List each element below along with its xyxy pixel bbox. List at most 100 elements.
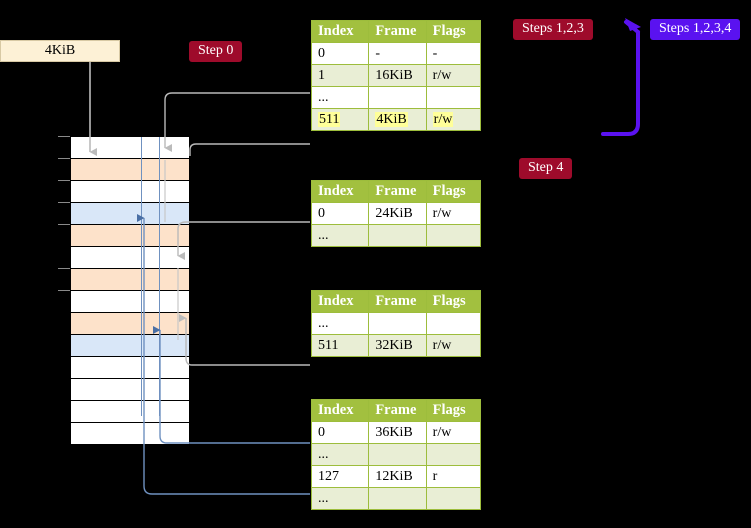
table-cell: 12KiB	[368, 465, 427, 488]
table-row[interactable]: ...	[310, 224, 482, 247]
table-cell: -	[425, 42, 482, 65]
table-header-flags: Flags	[425, 290, 482, 313]
table-header-frame: Frame	[368, 290, 427, 313]
table-cell	[368, 443, 427, 466]
table-cell: 511	[310, 334, 370, 357]
table-cell: ...	[310, 312, 370, 335]
memory-frame-row	[71, 137, 189, 159]
table-cell: 0	[310, 421, 370, 444]
table-cell	[368, 312, 427, 335]
table-row[interactable]: ...	[310, 86, 482, 109]
memory-tick	[58, 136, 70, 137]
memory-frame-row	[71, 357, 189, 379]
connector-pdpt-row0	[177, 221, 310, 260]
memory-tick	[58, 224, 70, 225]
table-row[interactable]: ...	[310, 443, 482, 466]
size-label-text: 4KiB	[44, 43, 76, 58]
table-cell	[425, 487, 482, 510]
memory-frame-row	[71, 247, 189, 269]
table-cell: ...	[310, 443, 370, 466]
table-cell: r/w	[425, 108, 482, 131]
table-cell: -	[368, 42, 427, 65]
connector-pd-row511	[179, 314, 310, 366]
memory-tick	[58, 268, 70, 269]
highlighted-value: 511	[318, 112, 341, 127]
table-cell: r	[425, 465, 482, 488]
memory-frame-row	[71, 379, 189, 401]
table-cell: 32KiB	[368, 334, 427, 357]
table-header-flags: Flags	[425, 20, 482, 43]
memory-frame-row	[71, 401, 189, 423]
badge-step-4: Step 4	[519, 158, 573, 179]
table-header-index: Index	[310, 20, 370, 43]
physical-memory-block	[70, 136, 190, 445]
table-cell: 36KiB	[368, 421, 427, 444]
table-header-flags: Flags	[425, 399, 482, 422]
table-row[interactable]: ...	[310, 487, 482, 510]
table-header-frame: Frame	[368, 180, 427, 203]
table-row[interactable]: 511 4KiB r/w	[310, 108, 482, 131]
table-header-frame: Frame	[368, 20, 427, 43]
table-cell: 24KiB	[368, 202, 427, 225]
memory-tick	[58, 290, 70, 291]
table-cell: 127	[310, 465, 370, 488]
table-header-index: Index	[310, 399, 370, 422]
table-cell: r/w	[425, 202, 482, 225]
table-cell: 4KiB	[368, 108, 427, 131]
table-cell: ...	[310, 224, 370, 247]
badge-steps-123: Steps 1,2,3	[513, 19, 593, 40]
table-cell	[425, 443, 482, 466]
memory-tick	[58, 158, 70, 159]
table-cell: 1	[310, 64, 370, 87]
table-row[interactable]: ...	[310, 312, 482, 335]
badge-steps-1234: Steps 1,2,3,4	[650, 19, 741, 40]
table-header-index: Index	[310, 180, 370, 203]
memory-frame-row	[71, 269, 189, 291]
memory-frame-row	[71, 225, 189, 247]
table-header-index: Index	[310, 290, 370, 313]
table-cell: 16KiB	[368, 64, 427, 87]
table-header-frame: Frame	[368, 399, 427, 422]
table-cell	[368, 86, 427, 109]
memory-frame-row	[71, 159, 189, 181]
memory-frame-row	[71, 423, 189, 445]
memory-frame-row	[71, 313, 189, 335]
badge-step-0: Step 0	[189, 41, 243, 62]
highlighted-value: r/w	[432, 112, 454, 127]
memory-frame-row	[71, 335, 189, 357]
badge-step-4-label: Step 4	[528, 160, 564, 175]
table-cell: r/w	[425, 64, 482, 87]
badge-steps-1234-label: Steps 1,2,3,4	[659, 21, 732, 36]
loop-arrow-steps	[601, 18, 641, 136]
memory-frame-row	[71, 203, 189, 225]
table-cell	[368, 224, 427, 247]
highlighted-value: 4KiB	[375, 112, 408, 127]
table-cell: 0	[310, 42, 370, 65]
badge-step-0-label: Step 0	[198, 43, 234, 58]
table-cell: 0	[310, 202, 370, 225]
memory-tick	[58, 180, 70, 181]
memory-frame-row	[71, 291, 189, 313]
table-cell	[425, 224, 482, 247]
table-cell: 511	[310, 108, 370, 131]
size-label-box: 4KiB	[0, 40, 120, 62]
table-cell	[368, 487, 427, 510]
table-cell	[425, 312, 482, 335]
connector-pml4-row511	[189, 143, 310, 156]
table-cell: ...	[310, 487, 370, 510]
table-cell: ...	[310, 86, 370, 109]
table-cell: r/w	[425, 421, 482, 444]
table-row[interactable]: 0--	[310, 42, 482, 65]
table-header-flags: Flags	[425, 180, 482, 203]
memory-guide-line	[159, 137, 160, 416]
